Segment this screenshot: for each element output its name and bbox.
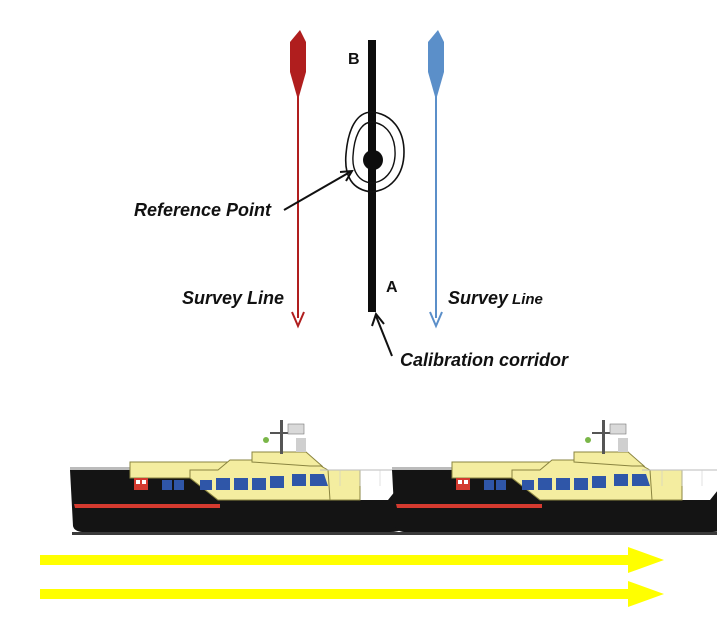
survey-line-right-label-small: Line: [512, 291, 543, 308]
survey-line-left: [290, 30, 306, 329]
corridor-pointer-arrow: [371, 311, 393, 357]
point-a-label: A: [386, 279, 398, 296]
calibration-corridor-label: Calibration corridor: [400, 350, 569, 370]
reference-point-label: Reference Point: [134, 200, 272, 220]
survey-boat-icon: [69, 419, 431, 536]
point-b-label: B: [348, 51, 360, 68]
reference-pointer-arrow: [283, 169, 354, 211]
survey-line-right: [428, 30, 444, 329]
arrow-right-icon: [40, 581, 664, 607]
reference-point-marker: [344, 111, 405, 193]
survey-boat-icon: [391, 419, 717, 536]
arrow-right-icon: [40, 547, 664, 573]
calibration-corridor-bar: [368, 40, 376, 312]
survey-line-left-label: Survey Line: [182, 288, 284, 308]
survey-line-right-label-main: Survey: [448, 288, 509, 308]
